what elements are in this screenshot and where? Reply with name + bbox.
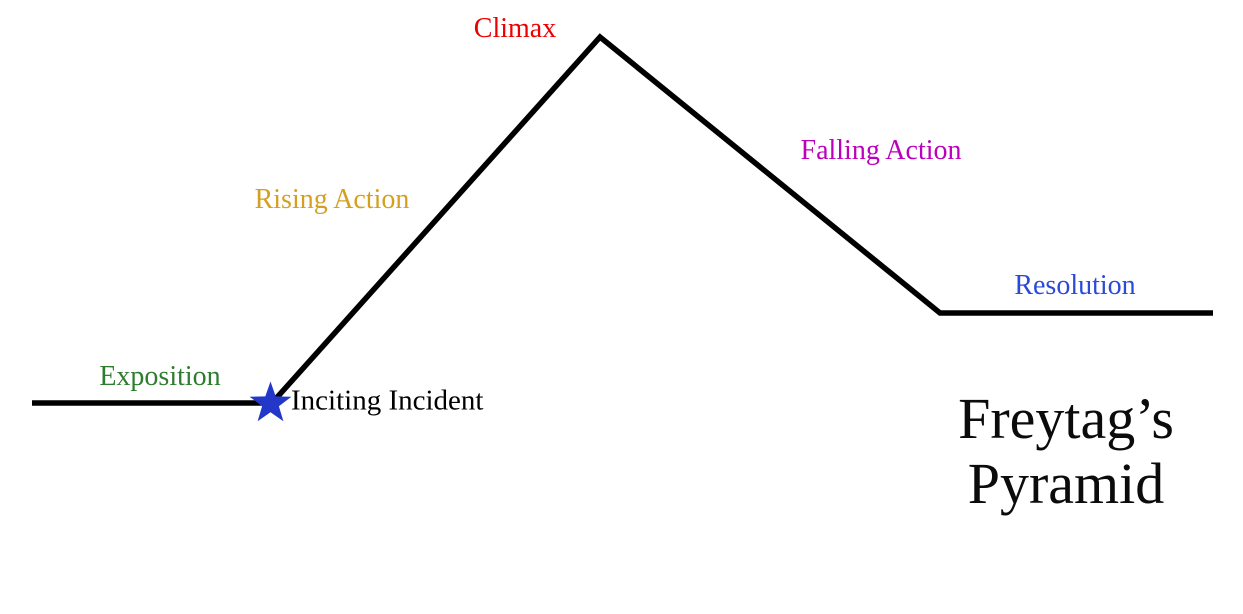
rising-action-label: Rising Action <box>254 184 410 215</box>
climax-label: Climax <box>473 13 557 44</box>
diagram-title: Freytag’s Pyramid <box>958 386 1174 516</box>
exposition-label: Exposition <box>99 361 221 392</box>
inciting-incident-star-icon <box>249 381 292 422</box>
story-arc-line <box>32 33 1213 406</box>
resolution-label: Resolution <box>1014 270 1136 301</box>
inciting-incident-label: Inciting Incident <box>291 384 484 417</box>
falling-action-label: Falling Action <box>800 135 962 166</box>
